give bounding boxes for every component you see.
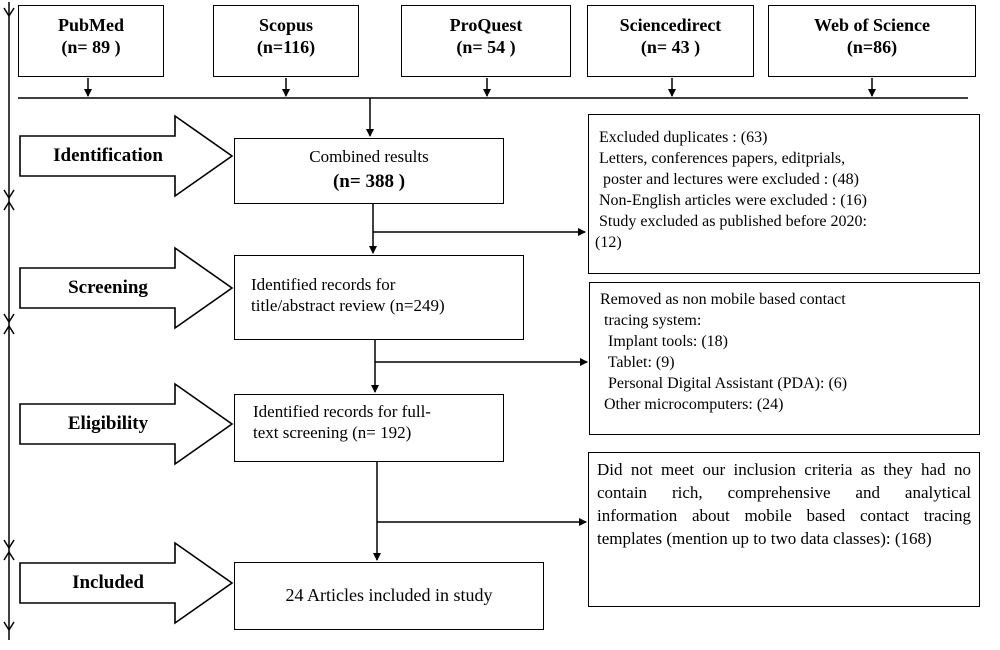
source-box-proquest: ProQuest (n= 54 ) [401,5,571,77]
stage-arrow-included [19,541,234,625]
stage-label-screening: Screening [68,277,148,298]
exclusion-line: (12) [595,234,622,251]
exclusion-box-identification: Excluded duplicates : (63) Letters, conf… [588,114,980,274]
source-name: Sciencedirect [619,15,722,35]
exclusion-line: Personal Digital Assistant (PDA): (6) [600,375,848,392]
exclusion-line: poster and lectures were excluded : (48) [599,171,859,188]
timeline-tick-3 [3,313,15,335]
combined-results-box: Combined results (n= 388 ) [234,138,504,204]
exclusion-line: Excluded duplicates : (63) [599,129,768,146]
timeline-tick-1 [3,7,15,18]
source-name: ProQuest [449,15,523,35]
timeline-tick-2 [3,189,15,211]
exclusion-line: tracing system: [600,312,702,329]
timeline-tick-4 [3,539,15,561]
exclusion-line: Study excluded as published before 2020: [599,213,867,230]
eligibility-line-2: text screening (n= 192) [253,423,412,442]
exclusion-box-eligibility: Did not meet our inclusion criteria as t… [588,452,980,607]
exclusion-line: Removed as non mobile based contact [600,291,846,308]
eligibility-line-1: Identified records for full- [253,402,431,421]
exclusion-line: Non-English articles were excluded : (16… [599,192,867,209]
source-count: (n=86) [846,37,898,57]
source-box-pubmed: PubMed (n= 89 ) [18,5,164,77]
combined-label: Combined results [309,147,429,166]
stage-label-eligibility: Eligibility [67,413,149,434]
stage-arrow-identification [19,114,234,198]
source-name: PubMed [57,15,124,35]
exclusion-line: Tablet: (9) [600,354,675,371]
timeline-tick-5 [3,621,15,632]
stage-arrow-eligibility [19,382,234,466]
included-text: 24 Articles included in study [285,585,493,605]
source-count: (n= 54 ) [456,37,516,57]
source-count: (n= 89 ) [61,37,121,57]
stage-label-identification: Identification [53,145,163,166]
stage-label-included: Included [72,572,144,593]
screening-line-1: Identified records for [251,275,396,294]
source-box-webofscience: Web of Science (n=86) [768,5,976,77]
source-count: (n= 43 ) [640,37,701,57]
source-count: (n=116) [256,37,316,57]
exclusion-paragraph: Did not meet our inclusion criteria as t… [597,460,971,548]
exclusion-line: Implant tools: (18) [600,333,728,350]
exclusion-box-screening: Removed as non mobile based contact trac… [589,282,980,435]
stage-arrow-screening [19,246,234,330]
eligibility-records-box: Identified records for full- text screen… [234,394,504,462]
screening-records-box: Identified records for title/abstract re… [234,255,524,340]
source-box-sciencedirect: Sciencedirect (n= 43 ) [587,5,754,77]
included-articles-box: 24 Articles included in study [234,562,544,630]
source-name: Scopus [258,15,314,35]
screening-line-2: title/abstract review (n=249) [251,296,445,315]
combined-count: (n= 388 ) [332,171,406,192]
source-box-scopus: Scopus (n=116) [213,5,359,77]
source-name: Web of Science [814,15,930,35]
exclusion-line: Letters, conferences papers, editprials, [599,150,846,167]
exclusion-line: Other microcomputers: (24) [600,396,784,413]
